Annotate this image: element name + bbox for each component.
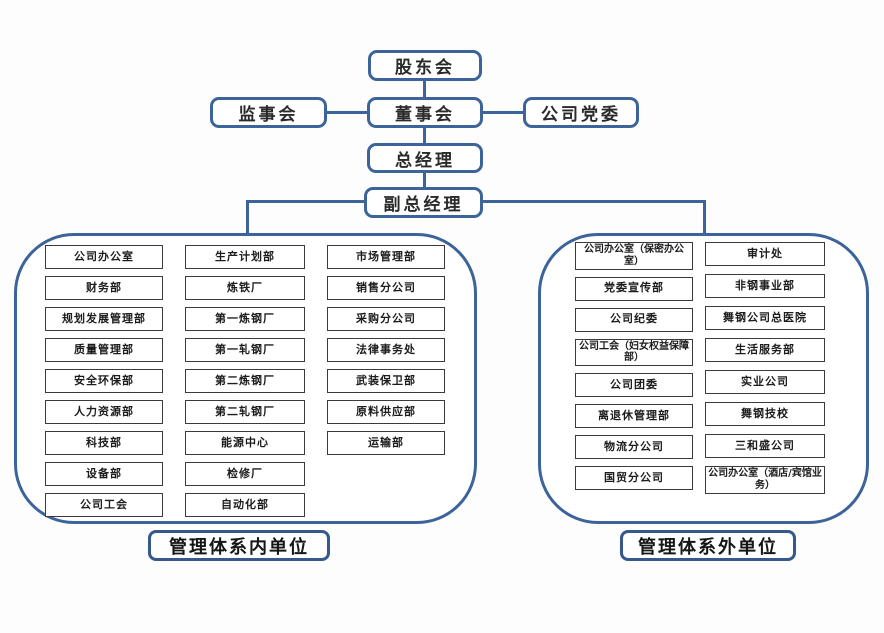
org-unit-box: 市场管理部 <box>327 245 445 269</box>
org-unit-box: 自动化部 <box>185 493 305 517</box>
org-unit-box: 检修厂 <box>185 462 305 486</box>
left-group-column-3: 市场管理部销售分公司采购分公司法律事务处武装保卫部原料供应部运输部 <box>327 245 445 455</box>
right-group-label: 管理体系外单位 <box>620 530 796 561</box>
connector-board-gm <box>423 128 426 144</box>
left-group-label: 管理体系内单位 <box>148 530 330 561</box>
org-unit-box: 法律事务处 <box>327 338 445 362</box>
org-unit-box: 质量管理部 <box>45 338 163 362</box>
left-group-column-1: 公司办公室财务部规划发展管理部质量管理部安全环保部人力资源部科技部设备部公司工会 <box>45 245 163 517</box>
org-unit-box: 运输部 <box>327 431 445 455</box>
org-unit-box: 公司纪委 <box>575 307 693 332</box>
org-unit-box: 原料供应部 <box>327 400 445 424</box>
node-supervisory-board: 监事会 <box>210 97 327 128</box>
left-group-column-2: 生产计划部炼铁厂第一炼钢厂第一轧钢厂第二炼钢厂第二轧钢厂能源中心检修厂自动化部 <box>185 245 305 517</box>
org-unit-box: 公司办公室（保密办公室） <box>575 242 693 270</box>
org-unit-box: 第一炼钢厂 <box>185 307 305 331</box>
right-group-column-2: 审计处非钢事业部舞钢公司总医院生活服务部实业公司舞钢技校三和盛公司公司办公室（酒… <box>705 242 825 494</box>
org-unit-box: 设备部 <box>45 462 163 486</box>
connector-right-group-drop <box>703 200 706 234</box>
org-unit-box: 党委宣传部 <box>575 276 693 301</box>
connector-board-party <box>482 111 524 114</box>
connector-left-group-drop <box>246 200 249 234</box>
org-unit-box: 非钢事业部 <box>705 274 825 298</box>
node-board-of-directors: 董事会 <box>367 97 483 128</box>
org-unit-box: 物流分公司 <box>575 435 693 460</box>
org-unit-box: 公司团委 <box>575 373 693 398</box>
node-party-committee: 公司党委 <box>523 97 639 128</box>
node-shareholders-meeting: 股东会 <box>368 50 482 81</box>
org-unit-box: 第二轧钢厂 <box>185 400 305 424</box>
org-unit-box: 舞钢技校 <box>705 402 825 426</box>
org-unit-box: 财务部 <box>45 276 163 300</box>
org-unit-box: 能源中心 <box>185 431 305 455</box>
org-unit-box: 公司办公室（酒店/宾馆业务） <box>705 466 825 494</box>
org-unit-box: 科技部 <box>45 431 163 455</box>
org-unit-box: 实业公司 <box>705 370 825 394</box>
org-unit-box: 第一轧钢厂 <box>185 338 305 362</box>
org-unit-box: 离退休管理部 <box>575 404 693 429</box>
connector-gm-dgm <box>423 172 426 188</box>
org-unit-box: 公司办公室 <box>45 245 163 269</box>
org-unit-box: 公司工会（妇女权益保障部） <box>575 338 693 367</box>
org-unit-box: 审计处 <box>705 242 825 266</box>
org-unit-box: 第二炼钢厂 <box>185 369 305 393</box>
org-unit-box: 采购分公司 <box>327 307 445 331</box>
org-unit-box: 武装保卫部 <box>327 369 445 393</box>
node-deputy-general-manager: 副总经理 <box>364 187 483 218</box>
right-group-column-1: 公司办公室（保密办公室） 党委宣传部公司纪委公司工会（妇女权益保障部） 公司团委离退… <box>575 242 693 491</box>
org-unit-box: 生产计划部 <box>185 245 305 269</box>
org-unit-box: 舞钢公司总医院 <box>705 306 825 330</box>
node-general-manager: 总经理 <box>367 143 483 173</box>
org-unit-box: 国贸分公司 <box>575 466 693 491</box>
org-unit-box: 炼铁厂 <box>185 276 305 300</box>
connector-shareholders-board <box>423 80 426 98</box>
org-unit-box: 三和盛公司 <box>705 434 825 458</box>
org-unit-box: 人力资源部 <box>45 400 163 424</box>
connector-dgm-right-horizontal <box>481 200 706 203</box>
org-unit-box: 安全环保部 <box>45 369 163 393</box>
connector-dgm-left-horizontal <box>246 200 366 203</box>
org-unit-box: 公司工会 <box>45 493 163 517</box>
org-unit-box: 生活服务部 <box>705 338 825 362</box>
org-unit-box: 规划发展管理部 <box>45 307 163 331</box>
connector-supervisory-board <box>326 111 368 114</box>
org-unit-box: 销售分公司 <box>327 276 445 300</box>
